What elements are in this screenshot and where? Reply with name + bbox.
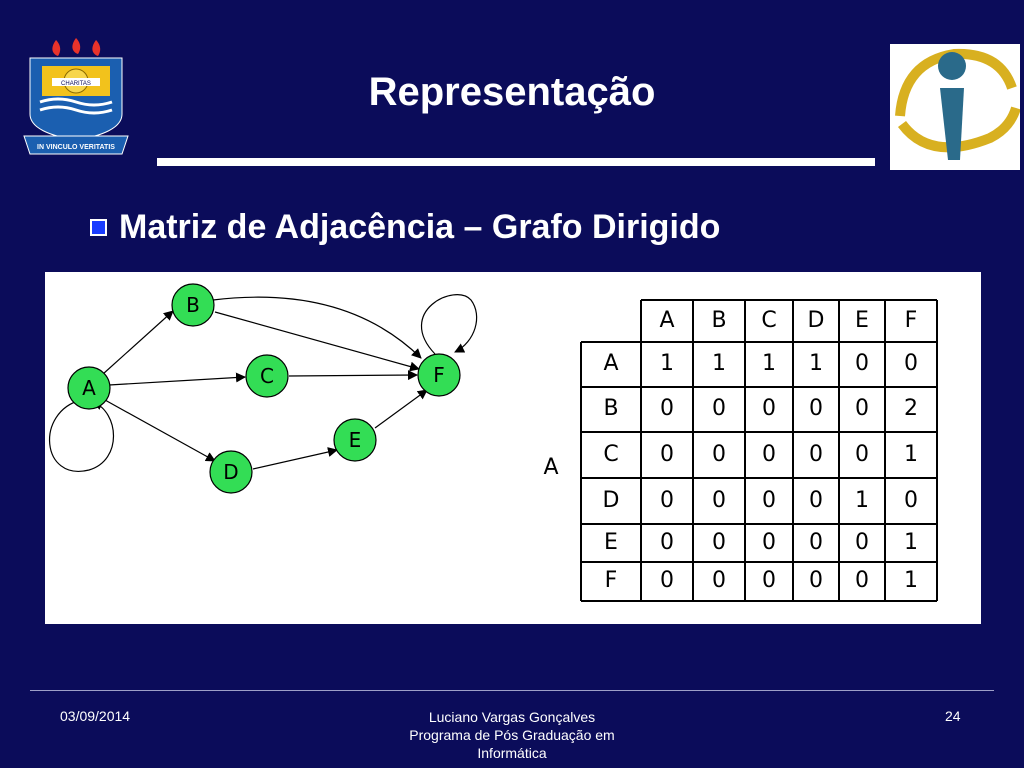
logo-motto-text: IN VINCULO VERITATIS [37,144,115,151]
matrix-row-header: C [603,442,618,467]
self-loop-a [48,399,114,472]
matrix-row-header: A [603,351,618,376]
matrix-cell: 0 [660,530,674,555]
square-bullet-icon [90,219,107,236]
matrix-col-header: C [761,308,776,333]
title-underline [157,158,875,166]
page-number: 24 [945,708,961,724]
matrix-col-header: A [659,308,674,333]
self-loop-f [420,294,478,355]
edge-a-b [102,310,174,375]
matrix-cell: 0 [762,442,776,467]
matrix-cell: 0 [809,488,823,513]
matrix-cell: 0 [762,488,776,513]
matrix-cell: 0 [855,568,869,593]
node-e: E [333,418,377,462]
edge-e-f [374,389,428,429]
matrix-cell: 0 [660,568,674,593]
matrix-cell: 1 [809,351,823,376]
bullet-text: Matriz de Adjacência – Grafo Dirigido [119,208,721,246]
matrix-cell: 0 [660,396,674,421]
svg-text:D: D [223,460,238,484]
footer-credits: Luciano Vargas Gonçalves Programa de Pós… [362,708,662,762]
matrix-cell: 0 [762,568,776,593]
matrix-row-header: D [603,488,620,513]
matrix-cell: 1 [762,351,776,376]
node-b: B [171,283,215,327]
matrix-cell: 0 [809,568,823,593]
matrix-cell: 1 [904,568,918,593]
matrix-cell: 0 [660,442,674,467]
graph-nodes: A B C D E F [67,283,461,494]
node-f: F [417,353,461,397]
footer-program-cont: Informática [477,745,547,761]
matrix-cell: 1 [904,530,918,555]
informatics-logo [890,44,1021,170]
matrix-row-header: F [605,568,618,593]
node-c: C [245,354,289,398]
footer-program: Programa de Pós Graduação em [409,727,615,743]
matrix-col-header: D [808,308,825,333]
node-a: A [67,366,111,410]
matrix-cell: 0 [712,530,726,555]
matrix-cell: 0 [712,488,726,513]
bullet-item: Matriz de Adjacência – Grafo Dirigido [90,208,720,247]
matrix-col-header: B [711,308,726,333]
matrix-cell: 0 [904,351,918,376]
matrix-cell: 0 [809,396,823,421]
matrix-grid [580,299,938,602]
matrix-row-header: E [604,530,618,555]
university-logo: CHARITAS IN VINCULO VERITATIS [22,36,130,166]
matrix-cell: 1 [660,351,674,376]
matrix-cell: 0 [712,568,726,593]
matrix-cell: 0 [855,351,869,376]
matrix-col-header: F [905,308,918,333]
footer-divider [30,690,994,691]
footer-author: Luciano Vargas Gonçalves [428,709,596,725]
matrix-cell: 0 [712,396,726,421]
svg-text:C: C [260,364,274,388]
slide-title: Representação [368,70,656,114]
matrix-cell: 1 [904,442,918,467]
matrix-cell: 0 [809,442,823,467]
graph-edges [48,294,478,472]
matrix-cell: 0 [762,396,776,421]
matrix-cell: 0 [904,488,918,513]
edge-b-f-2 [212,296,422,359]
svg-text:A: A [82,376,96,400]
edge-c-f [288,370,418,381]
matrix-cell: 0 [712,442,726,467]
matrix-cell: 1 [855,488,869,513]
logo-banner-text: CHARITAS [61,81,91,87]
matrix-cell: 0 [855,442,869,467]
torch-flames-icon [52,38,101,56]
edge-b-f-1 [214,311,420,372]
matrix-col-header: E [855,308,869,333]
matrix-cell: 1 [712,351,726,376]
footer-date: 03/09/2014 [60,708,131,724]
matrix-cell: 2 [904,396,918,421]
node-d: D [209,450,253,494]
svg-text:B: B [186,293,200,317]
matrix-cell: 0 [809,530,823,555]
matrix-label: A [543,455,558,480]
matrix-cell: 0 [762,530,776,555]
matrix-cell: 0 [660,488,674,513]
svg-text:E: E [349,428,362,452]
edge-d-e [252,447,338,470]
matrix-cell: 0 [855,396,869,421]
matrix-cell: 0 [855,530,869,555]
svg-text:F: F [433,363,445,387]
edge-a-d [104,399,216,462]
matrix-row-header: B [603,396,618,421]
edge-a-c [108,372,246,386]
